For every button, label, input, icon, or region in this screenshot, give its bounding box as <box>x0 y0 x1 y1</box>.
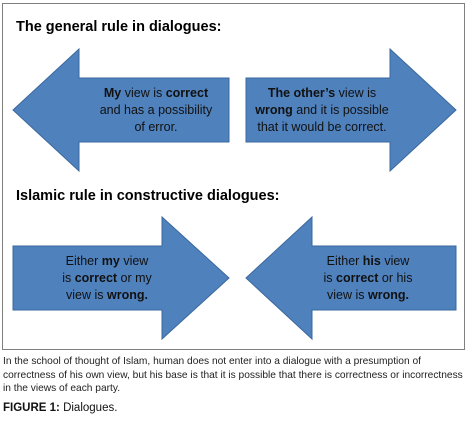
right-arrow-shape <box>245 48 457 172</box>
text-run: Either <box>326 254 363 268</box>
arrow-text-line: that it would be correct. <box>247 119 397 136</box>
figure-caption: In the school of thought of Islam, human… <box>3 356 463 394</box>
arrow-text-line: My view is correct <box>88 85 224 102</box>
section-title-islamic-rule: Islamic rule in constructive dialogues: <box>16 188 280 204</box>
text-run: is <box>62 271 75 285</box>
arrow-text-line: of error. <box>88 119 224 136</box>
text-run: and has a possibility <box>99 103 213 117</box>
text-run: view is <box>121 86 166 100</box>
text-run: of error. <box>134 120 178 134</box>
figure-label-prefix: FIGURE 1: <box>3 402 60 414</box>
bold-text-run: correct <box>336 271 379 285</box>
bold-text-run: my <box>101 254 120 268</box>
text-run: view is <box>327 288 368 302</box>
figure-frame: The general rule in dialogues: My view i… <box>2 3 465 350</box>
text-run: or his <box>378 271 413 285</box>
bold-text-run: correct <box>74 271 118 285</box>
figure-label-text: Dialogues. <box>59 402 118 414</box>
text-run: view <box>119 254 149 268</box>
bold-text-run: My <box>103 86 122 100</box>
arrow-text-line: is correct or my <box>52 270 162 287</box>
text-run: is <box>323 271 337 285</box>
bold-text-run: wrong. <box>107 288 148 302</box>
text-run: view is <box>335 86 377 100</box>
bold-text-run: his <box>362 254 381 268</box>
bold-text-run: correct <box>165 86 209 100</box>
text-run: that it would be correct. <box>257 120 387 134</box>
arrow-text-line: view is wrong. <box>52 287 162 304</box>
arrow-text-line: wrong and it is possible <box>247 102 397 119</box>
arrow-text-line: is correct or his <box>313 270 423 287</box>
section-title-general-rule: The general rule in dialogues: <box>16 19 222 35</box>
arrow-text-line: Either his view <box>313 253 423 270</box>
arrow-text-line: The other’s view is <box>247 85 397 102</box>
right-arrow-shape <box>12 216 230 340</box>
figure-label: FIGURE 1: Dialogues. <box>3 401 117 415</box>
arrow-text-line: and has a possibility <box>88 102 224 119</box>
left-arrow-shape <box>245 216 457 340</box>
arrow-text-line: view is wrong. <box>313 287 423 304</box>
text-run: and it is possible <box>292 103 389 117</box>
text-run: Either <box>65 254 102 268</box>
bold-text-run: wrong <box>255 103 293 117</box>
arrow-text-line: Either my view <box>52 253 162 270</box>
left-arrow-shape <box>12 48 230 172</box>
bold-text-run: The other’s <box>267 86 336 100</box>
text-run: view <box>380 254 410 268</box>
text-run: view is <box>66 288 107 302</box>
text-run: or my <box>117 271 152 285</box>
bold-text-run: wrong. <box>368 288 409 302</box>
